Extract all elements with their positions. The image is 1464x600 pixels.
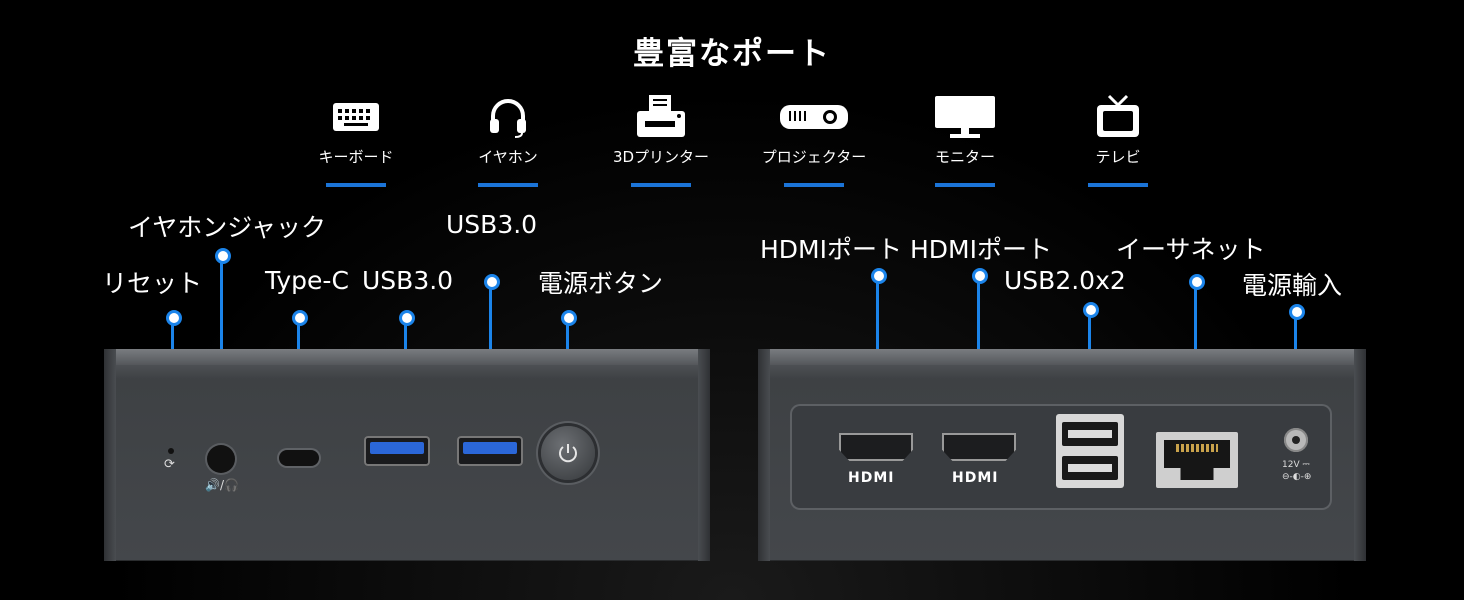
- chassis-top-edge: [758, 349, 1366, 365]
- power-icon: [559, 444, 577, 463]
- dc-polarity-icon: ⊖-◐-⊕: [1282, 472, 1312, 482]
- callout-dot: [1083, 302, 1099, 318]
- device-label: プロジェクター: [761, 148, 867, 166]
- usb2-dual-port[interactable]: [1056, 414, 1124, 488]
- callout-dot: [215, 248, 231, 264]
- hdmi-port-2[interactable]: [942, 433, 1016, 461]
- device-underline: [478, 183, 538, 187]
- device-3d-printer: 3Dプリンター: [601, 92, 721, 187]
- device-underline: [631, 183, 691, 187]
- callout-dot: [399, 310, 415, 326]
- callout-power-button: 電源ボタン: [538, 269, 664, 298]
- hdmi-port-1[interactable]: [839, 433, 913, 461]
- callout-hdmi-2: HDMIポート: [910, 235, 1052, 264]
- callout-usb3-right: USB3.0: [446, 210, 538, 239]
- device-monitor: モニター: [905, 92, 1025, 187]
- chassis-top-edge: [104, 349, 710, 365]
- callout-headphone-jack: イヤホンジャック: [128, 213, 327, 242]
- device-label: キーボード: [318, 148, 394, 166]
- device-underline: [326, 183, 386, 187]
- callout-dot: [166, 310, 182, 326]
- headphone-jack[interactable]: [207, 445, 235, 473]
- device-underline: [784, 183, 844, 187]
- hdmi-logo-2: HDMI: [952, 470, 999, 486]
- tv-icon: [1097, 94, 1139, 137]
- projector-icon: [780, 105, 848, 129]
- connector-line: [220, 258, 223, 418]
- device-headphones: イヤホン: [448, 92, 568, 187]
- callout-usb2: USB2.0x2: [1004, 266, 1126, 295]
- callout-hdmi-1: HDMIポート: [760, 235, 902, 264]
- power-button[interactable]: [541, 426, 595, 480]
- callout-dot: [292, 310, 308, 326]
- audio-headset-icon: 🔊/🎧: [205, 478, 239, 492]
- callout-dot: [1189, 274, 1205, 290]
- device-tv: テレビ: [1058, 92, 1178, 187]
- callout-dot: [871, 268, 887, 284]
- printer-icon: [637, 95, 685, 137]
- type-c-port[interactable]: [279, 450, 319, 466]
- page-title: 豊富なポート: [633, 36, 831, 72]
- reset-icon: ⟳: [164, 457, 175, 472]
- callout-dot: [484, 274, 500, 290]
- device-label: モニター: [934, 148, 995, 166]
- callout-usb3-left: USB3.0: [362, 266, 454, 295]
- callout-reset: リセット: [102, 269, 203, 298]
- device-keyboard: キーボード: [296, 92, 416, 187]
- callout-dot: [972, 268, 988, 284]
- callout-power-input: 電源輸入: [1242, 271, 1343, 300]
- reset-pinhole[interactable]: [168, 448, 174, 454]
- callout-dot: [1289, 304, 1305, 320]
- device-underline: [935, 183, 995, 187]
- chassis-side-right: [1354, 349, 1366, 561]
- device-label: テレビ: [1095, 148, 1141, 166]
- hdmi-logo-1: HDMI: [848, 470, 895, 486]
- monitor-icon: [935, 96, 995, 138]
- device-underline: [1088, 183, 1148, 187]
- dc-voltage-label: 12V ⎓: [1282, 460, 1310, 470]
- usb3-port-left[interactable]: [364, 436, 430, 466]
- callout-dot: [561, 310, 577, 326]
- device-label: イヤホン: [478, 148, 538, 166]
- callout-ethernet: イーサネット: [1116, 235, 1266, 264]
- device-label: 3Dプリンター: [612, 148, 710, 166]
- chassis-side-left: [758, 349, 770, 561]
- usb3-port-right[interactable]: [457, 436, 523, 466]
- chassis-side-right: [698, 349, 710, 561]
- dc-power-jack[interactable]: [1284, 428, 1308, 452]
- chassis-side-left: [104, 349, 116, 561]
- keyboard-icon: [333, 103, 379, 131]
- headphones-icon: [490, 99, 526, 138]
- callout-type-c: Type-C: [265, 266, 349, 295]
- device-projector: プロジェクター: [754, 92, 874, 187]
- ethernet-port[interactable]: [1156, 432, 1238, 488]
